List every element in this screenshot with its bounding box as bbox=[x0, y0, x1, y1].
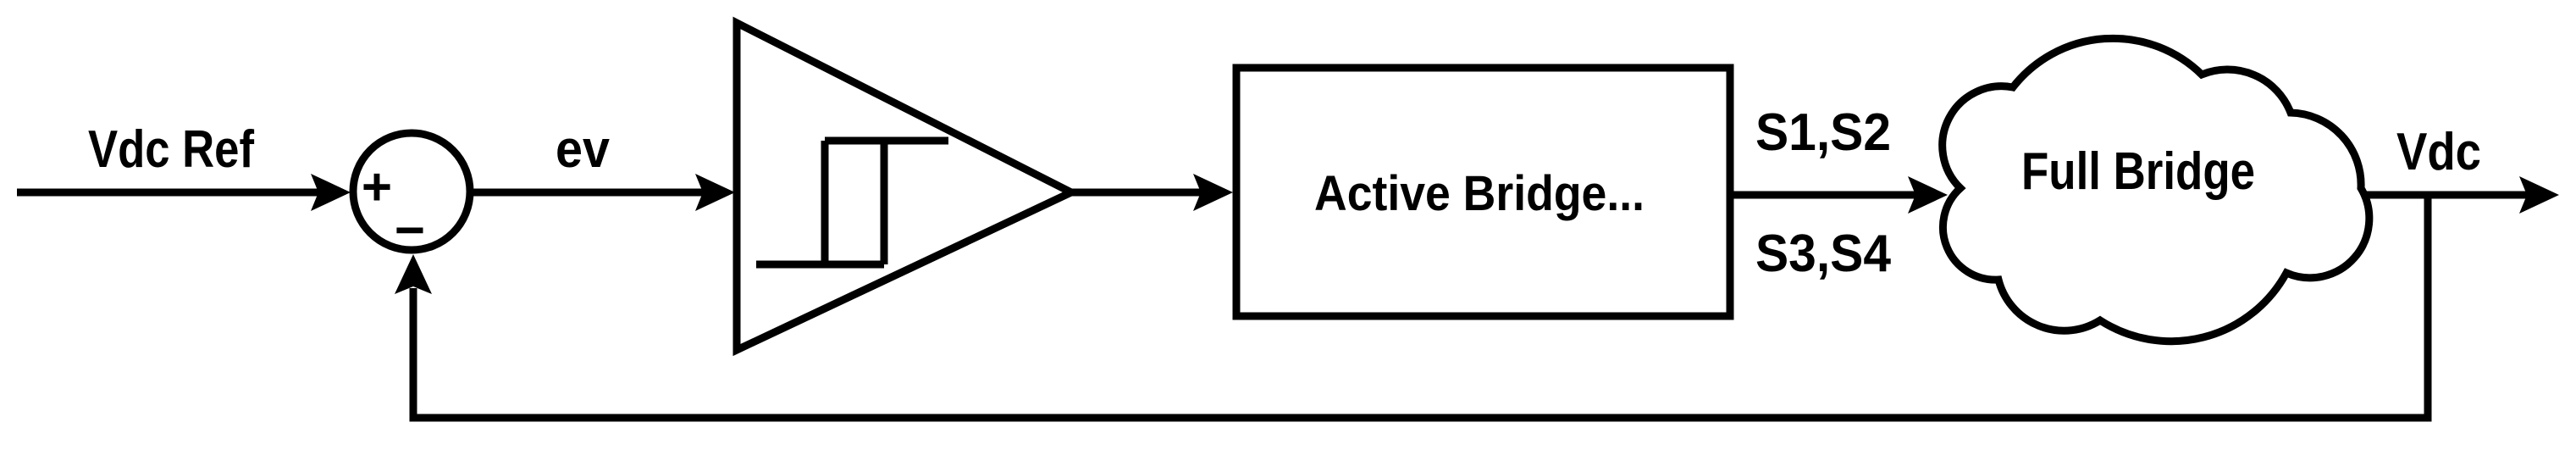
label-vdc-output: Vdc bbox=[2396, 123, 2481, 181]
arrowhead-into-comparator bbox=[695, 174, 735, 211]
feedback-wire bbox=[409, 195, 2432, 422]
label-error-signal: ev bbox=[556, 120, 610, 179]
label-full-bridge: Full Bridge bbox=[2021, 142, 2255, 201]
arrowhead-into-active-bridge bbox=[1193, 174, 1233, 211]
sum-minus-sign: − bbox=[395, 202, 425, 260]
hysteresis-comparator-triangle bbox=[732, 16, 1081, 357]
arrowhead-into-sum bbox=[311, 174, 351, 211]
label-active-bridge: Active Bridge... bbox=[1314, 166, 1645, 221]
label-s1-s2: S1,S2 bbox=[1755, 103, 1891, 162]
full-bridge-cloud bbox=[1938, 34, 2374, 346]
label-s3-s4: S3,S4 bbox=[1755, 225, 1891, 283]
active-bridge-block bbox=[1232, 64, 1734, 320]
label-vdc-ref: Vdc Ref bbox=[88, 120, 254, 179]
sum-plus-sign: + bbox=[362, 158, 392, 217]
arrowhead-feedback-up bbox=[395, 254, 432, 294]
hysteresis-relay-icon bbox=[756, 136, 948, 269]
summing-junction bbox=[349, 129, 474, 254]
arrowhead-into-cloud bbox=[1908, 176, 1948, 214]
arrowhead-output bbox=[2519, 176, 2559, 214]
